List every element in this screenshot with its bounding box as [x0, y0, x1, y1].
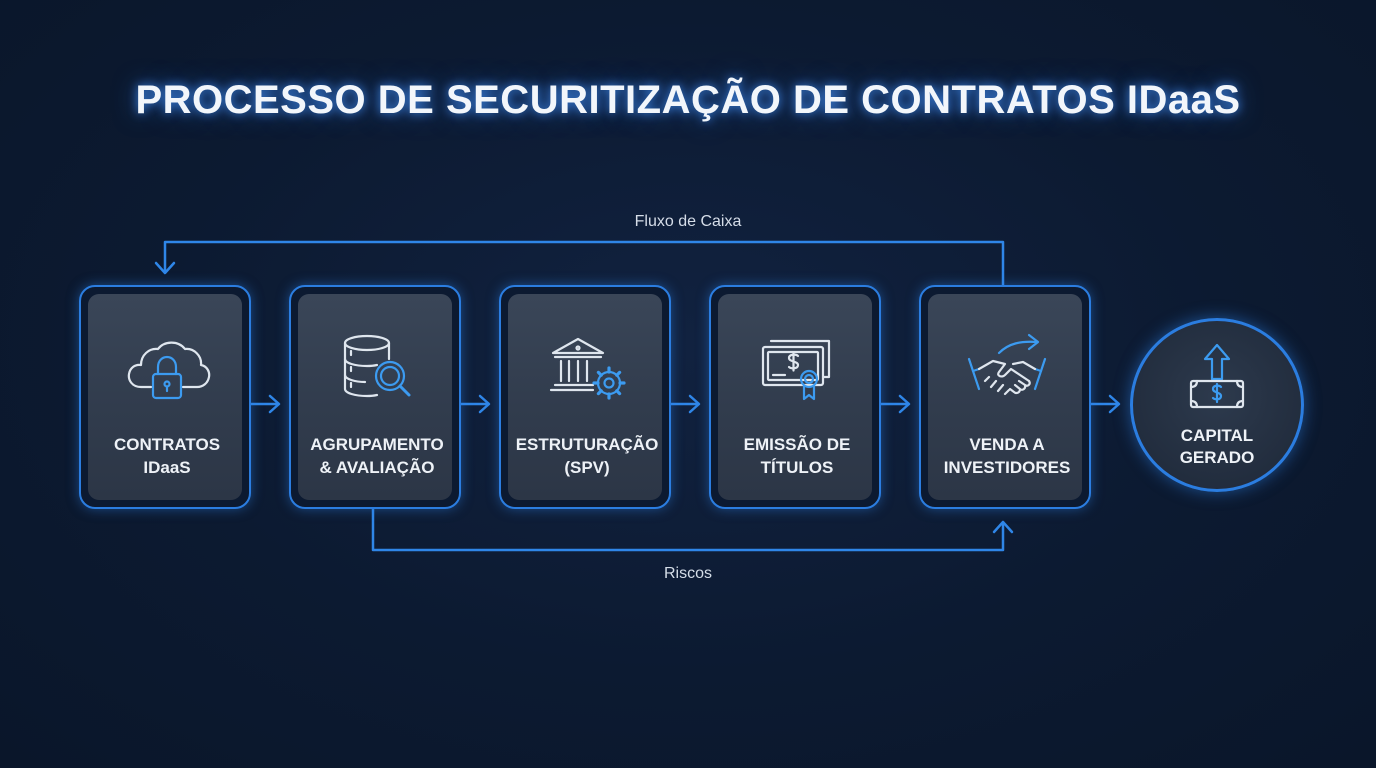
flow-arrow-1: [249, 394, 281, 414]
cash-flow-label: Fluxo de Caixa: [634, 213, 742, 230]
cloud-lock-icon: [127, 341, 211, 400]
risk-label: Riscos: [663, 565, 712, 582]
flow-arrow-2: [459, 394, 491, 414]
diagram-title: PROCESSO DE SECURITIZAÇÃO DE CONTRATOS I…: [135, 78, 1241, 122]
outcome-capital-gerado: CAPITAL GERADO: [1130, 318, 1304, 492]
certificate-icon: [761, 339, 831, 401]
flow-arrow-4: [879, 394, 911, 414]
step-label: AGRUPAMENTO & AVALIAÇÃO: [310, 435, 444, 477]
step-label: EMISSÃO DE TÍTULOS: [743, 435, 851, 477]
step-estruturacao-spv: ESTRUTURAÇÃO (SPV): [499, 285, 671, 509]
database-search-icon: [343, 334, 411, 398]
step-label: ESTRUTURAÇÃO (SPV): [515, 435, 659, 477]
cash-flow-loop-arrowhead: [154, 261, 176, 275]
outcome-label: CAPITAL GERADO: [1179, 426, 1255, 467]
money-up-icon: [1189, 343, 1245, 409]
step-label: CONTRATOS IDaaS: [113, 435, 221, 477]
flow-arrow-3: [669, 394, 701, 414]
step-venda-investidores: VENDA A INVESTIDORES: [919, 285, 1091, 509]
cash-flow-loop-line: [163, 240, 1005, 287]
step-label: VENDA A INVESTIDORES: [943, 435, 1071, 477]
risk-loop-line: [371, 507, 1005, 552]
step-contratos-idaas: CONTRATOS IDaaS: [79, 285, 251, 509]
flow-arrow-5: [1089, 394, 1121, 414]
handshake-icon: [967, 333, 1047, 396]
step-emissao-titulos: EMISSÃO DE TÍTULOS: [709, 285, 881, 509]
risk-loop-arrowhead: [992, 520, 1014, 534]
bank-gear-icon: [549, 337, 626, 400]
step-agrupamento-avaliacao: AGRUPAMENTO & AVALIAÇÃO: [289, 285, 461, 509]
